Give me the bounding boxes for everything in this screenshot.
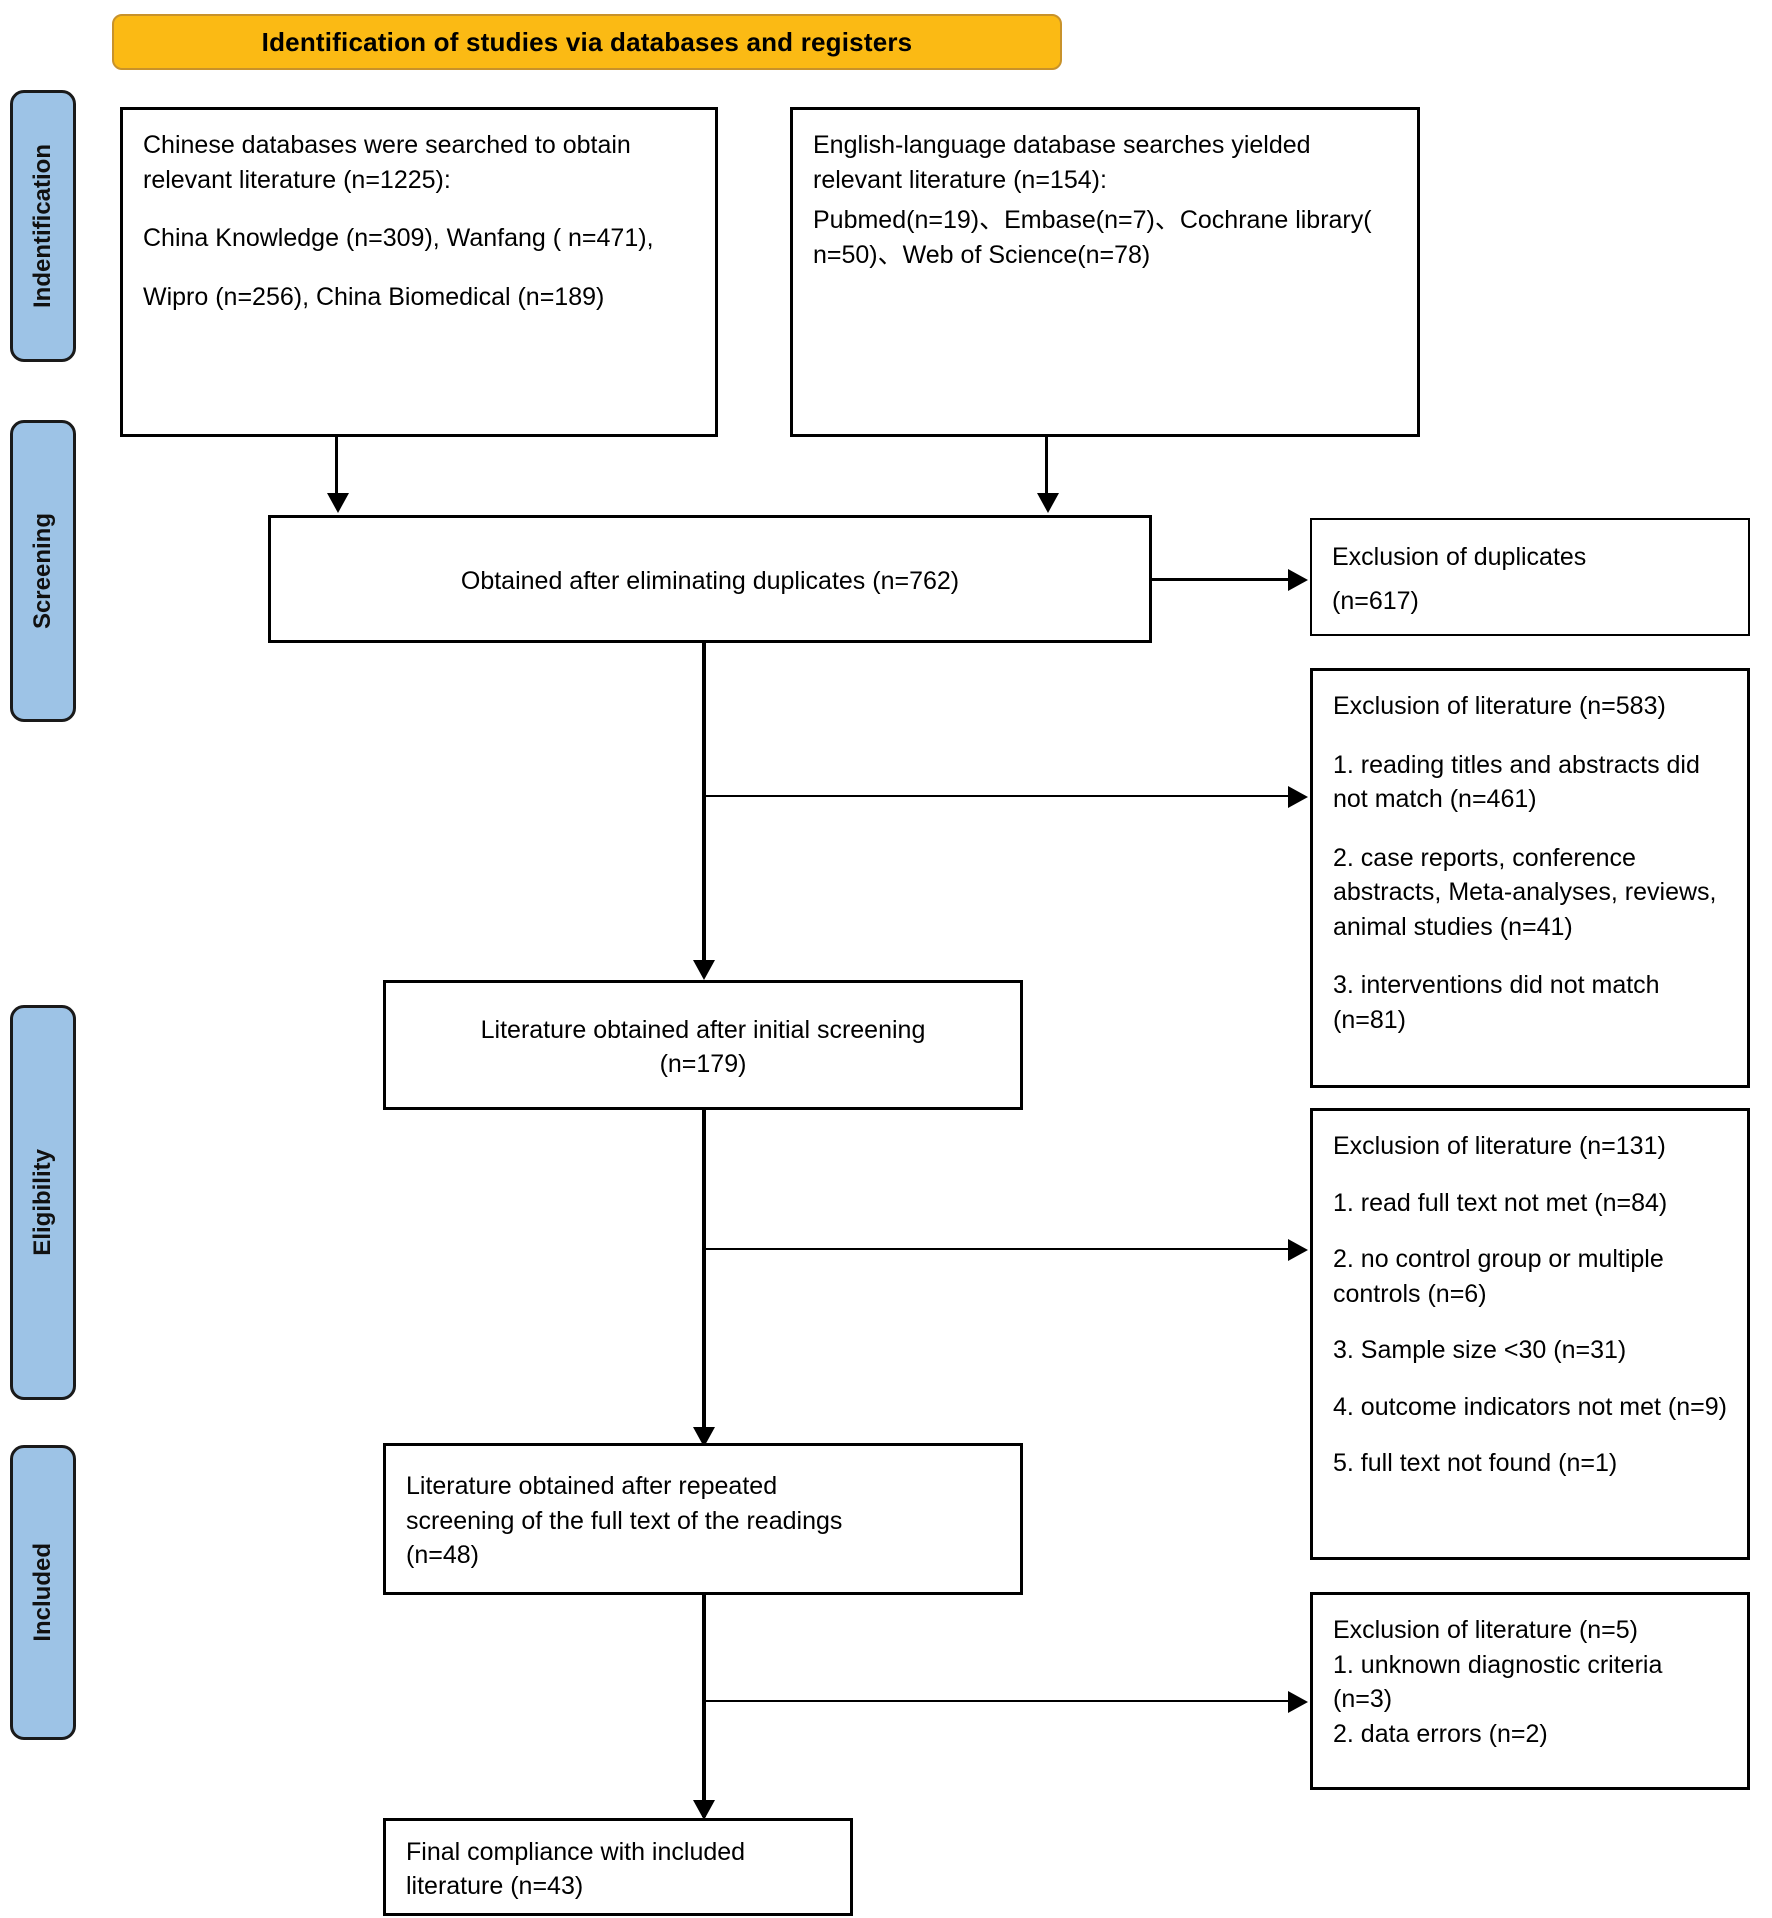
box-exclusion-duplicates: Exclusion of duplicates (n=617) <box>1310 518 1750 636</box>
diagram-title-banner: Identification of studies via databases … <box>112 14 1062 70</box>
box-after-repeated-screening: Literature obtained after repeated scree… <box>383 1443 1023 1595</box>
exclusion-eligibility-item5: 5. full text not found (n=1) <box>1333 1449 1618 1477</box>
after-repeated-screening-line3: (n=48) <box>406 1541 479 1570</box>
connector-initial-to-repeated-screening <box>702 1110 706 1440</box>
exclusion-duplicates-line2: (n=617) <box>1332 587 1419 615</box>
stage-tab-screening: Screening <box>10 420 76 722</box>
box-final-included: Final compliance with included literatur… <box>383 1818 853 1916</box>
exclusion-eligibility-heading: Exclusion of literature (n=131) <box>1333 1132 1666 1160</box>
connector-chinese-to-duplicates <box>335 437 338 495</box>
exclusion-final-heading: Exclusion of literature (n=5) <box>1333 1616 1639 1644</box>
exclusion-eligibility-item1: 1. read full text not met (n=84) <box>1333 1188 1668 1217</box>
stage-label-included: Included <box>29 1543 56 1642</box>
arrowhead-english-to-duplicates <box>1037 493 1059 513</box>
box-after-duplicates: Obtained after eliminating duplicates (n… <box>268 515 1152 643</box>
after-repeated-screening-line2: screening of the full text of the readin… <box>406 1506 843 1535</box>
arrowhead-duplicates-to-exclusion <box>1288 569 1308 591</box>
stage-label-identification: Indentification <box>29 144 56 308</box>
final-included-line2: literature (n=43) <box>406 1872 584 1900</box>
english-databases-line1: English-language database searches yield… <box>813 131 1311 194</box>
connector-screening-to-exclusion-583 <box>705 795 1290 797</box>
exclusion-final-item2: (n=3) <box>1333 1685 1393 1713</box>
exclusion-screening-item1: 1. reading titles and abstracts did not … <box>1333 750 1700 814</box>
arrowhead-included-to-exclusion-5 <box>1288 1691 1308 1713</box>
connector-duplicates-to-exclusion <box>1152 578 1290 581</box>
exclusion-screening-item2: 2. case reports, conference abstracts, M… <box>1333 843 1717 941</box>
stage-tab-included: Included <box>10 1445 76 1740</box>
after-initial-screening-line2: (n=179) <box>659 1050 747 1078</box>
stage-tab-eligibility: Eligibility <box>10 1005 76 1400</box>
exclusion-eligibility-item4: 4. outcome indicators not met (n=9) <box>1333 1392 1727 1421</box>
exclusion-duplicates-line1: Exclusion of duplicates <box>1332 542 1587 571</box>
chinese-databases-line3: Wipro (n=256), China Biomedical (n=189) <box>143 282 605 311</box>
connector-eligibility-to-exclusion-131 <box>705 1248 1290 1250</box>
arrowhead-repeated-to-final <box>693 1800 715 1820</box>
stage-tab-identification: Indentification <box>10 90 76 362</box>
box-chinese-databases: Chinese databases were searched to obtai… <box>120 107 718 437</box>
connector-included-to-exclusion-5 <box>705 1700 1290 1702</box>
after-duplicates-text: Obtained after eliminating duplicates (n… <box>460 566 960 595</box>
exclusion-eligibility-item2: 2. no control group or multiple controls… <box>1333 1245 1664 1308</box>
diagram-title: Identification of studies via databases … <box>261 26 913 57</box>
box-exclusion-final: Exclusion of literature (n=5) 1. unknown… <box>1310 1592 1750 1790</box>
arrowhead-chinese-to-duplicates <box>327 493 349 513</box>
connector-english-to-duplicates <box>1045 437 1048 495</box>
arrowhead-screening-to-exclusion-583 <box>1288 786 1308 808</box>
exclusion-screening-heading: Exclusion of literature (n=583) <box>1333 692 1666 720</box>
stage-label-screening: Screening <box>29 512 56 630</box>
english-databases-line2: Pubmed(n=19)、Embase(n=7)、Cochrane librar… <box>813 206 1372 269</box>
arrowhead-duplicates-to-initial-screening <box>693 960 715 980</box>
exclusion-final-item1: 1. unknown diagnostic criteria <box>1333 1650 1663 1679</box>
exclusion-screening-item3: 3. interventions did not match (n=81) <box>1333 971 1660 1034</box>
exclusion-eligibility-item3: 3. Sample size <30 (n=31) <box>1333 1336 1627 1364</box>
box-after-initial-screening: Literature obtained after initial screen… <box>383 980 1023 1110</box>
arrowhead-initial-to-repeated-screening <box>693 1427 715 1447</box>
stage-label-eligibility: Eligibility <box>29 1149 56 1256</box>
box-exclusion-screening: Exclusion of literature (n=583) 1. readi… <box>1310 668 1750 1088</box>
exclusion-final-item3: 2. data errors (n=2) <box>1333 1719 1548 1748</box>
arrowhead-eligibility-to-exclusion-131 <box>1288 1239 1308 1261</box>
after-initial-screening-line1: Literature obtained after initial screen… <box>480 1015 926 1044</box>
box-english-databases: English-language database searches yield… <box>790 107 1420 437</box>
chinese-databases-line1: Chinese databases were searched to obtai… <box>143 131 631 194</box>
box-exclusion-eligibility: Exclusion of literature (n=131) 1. read … <box>1310 1108 1750 1560</box>
chinese-databases-line2: China Knowledge (n=309), Wanfang ( n=471… <box>143 224 654 252</box>
connector-duplicates-to-initial-screening <box>702 643 706 973</box>
connector-repeated-to-final <box>702 1595 706 1817</box>
final-included-line1: Final compliance with included <box>406 1837 746 1866</box>
after-repeated-screening-line1: Literature obtained after repeated <box>406 1472 778 1501</box>
